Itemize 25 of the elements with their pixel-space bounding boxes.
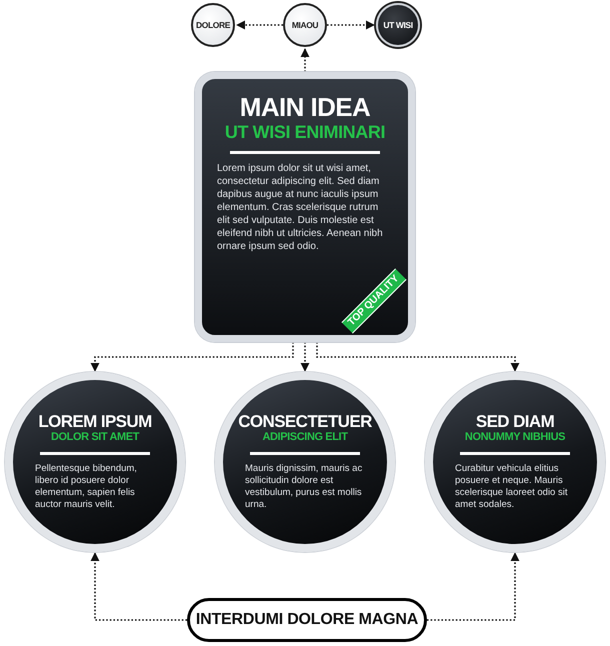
arrow [327,20,375,30]
heading: LOREM IPSUM [38,412,152,432]
circle-node: UT WISI [376,3,420,47]
arrow [90,342,294,372]
arrow [236,20,283,30]
idea-card [195,72,415,342]
pill-box: INTERDUMI DOLORE MAGNA [187,598,427,642]
arrow [427,552,520,621]
body-text: Pellentesque bibendum, libero id posuere dolor elementum, sapien felis auctor mauris velit. [35,463,138,512]
circle-node: MIAOU [283,3,327,47]
heading: MAIN IDEA [238,93,372,122]
heading: CONSECTETUER [238,412,372,432]
body-text: Lorem ipsum dolor sit ut wisi amet, consectetur adipiscing elit. Sed diam dapibus augue at nunc iaculis ipsum elementum. Cras scelerisque rutrum elit sed vulputate. Duis molestie est eleifend nibh ut ultricies. Aenean nibh ornare ipsum sed odio. [217,162,384,254]
subheading: ADIPISCING ELIT [262,431,348,444]
arrow [300,48,310,72]
arrow [90,552,187,621]
body-text: Mauris dignissim, mauris ac sollicitudin dolore est vestibulum, purus est mollis urna. [245,463,364,512]
body-text: Curabitur vehicula elitius posuere et neque. Mauris scelerisque laoreet odio sit amet sodales. [455,463,568,512]
circle-node: DOLORE [191,3,235,47]
arrow [316,342,520,372]
heading: SED DIAM [476,412,554,432]
subheading: NONUMMY NIBHIUS [464,431,566,444]
subheading: UT WISI ENIMINARI [224,122,386,144]
arrow [300,342,310,372]
subheading: DOLOR SIT AMET [50,431,140,444]
